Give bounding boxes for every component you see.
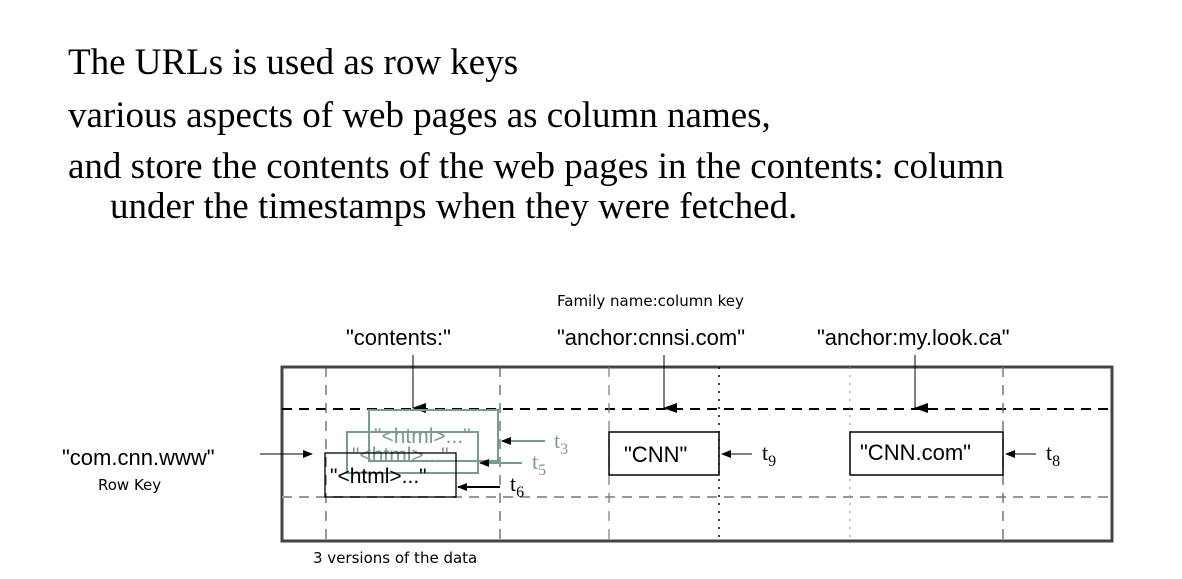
row-key-caption: Row Key [98,476,161,494]
version-t6: "<html>..." t6 [324,452,524,501]
column-label-anchor-mylook: "anchor:my.look.ca" [817,325,1010,350]
slide-line-2: various aspects of web pages as column n… [68,95,771,136]
slide-line-4: under the timestamps when they were fetc… [110,186,798,227]
versions-caption: 3 versions of the data [313,549,477,567]
version-t5-value: "<html>..." [352,444,449,467]
column-label-anchor-cnnsi: "anchor:cnnsi.com" [557,325,745,350]
timestamp-t8: t8 [1046,440,1060,470]
family-caption: Family name:column key [557,292,744,310]
version-t6-value: "<html>..." [330,465,427,488]
version-t5: "<html>..." t5 [346,431,546,479]
timestamp-t6: t6 [510,471,524,501]
cell-anchor-cnnsi-value: "CNN" [624,442,687,467]
slide-line-3: and store the contents of the web pages … [68,146,1005,187]
version-t3-value: "<html>..." [374,425,471,448]
column-label-contents: "contents:" [346,325,451,350]
timestamp-t3: t3 [554,428,568,458]
cell-anchor-mylook: "CNN.com" t8 [849,431,1060,476]
version-t3: "<html>..." t3 [368,409,568,462]
timestamp-t9: t9 [762,440,776,470]
timestamp-t5: t5 [532,449,546,479]
slide-line-1: The URLs is used as row keys [68,42,519,83]
row-key-label: "com.cnn.www" [62,445,215,470]
cell-anchor-mylook-value: "CNN.com" [860,440,971,465]
cell-anchor-cnnsi: "CNN" t9 [608,431,776,476]
